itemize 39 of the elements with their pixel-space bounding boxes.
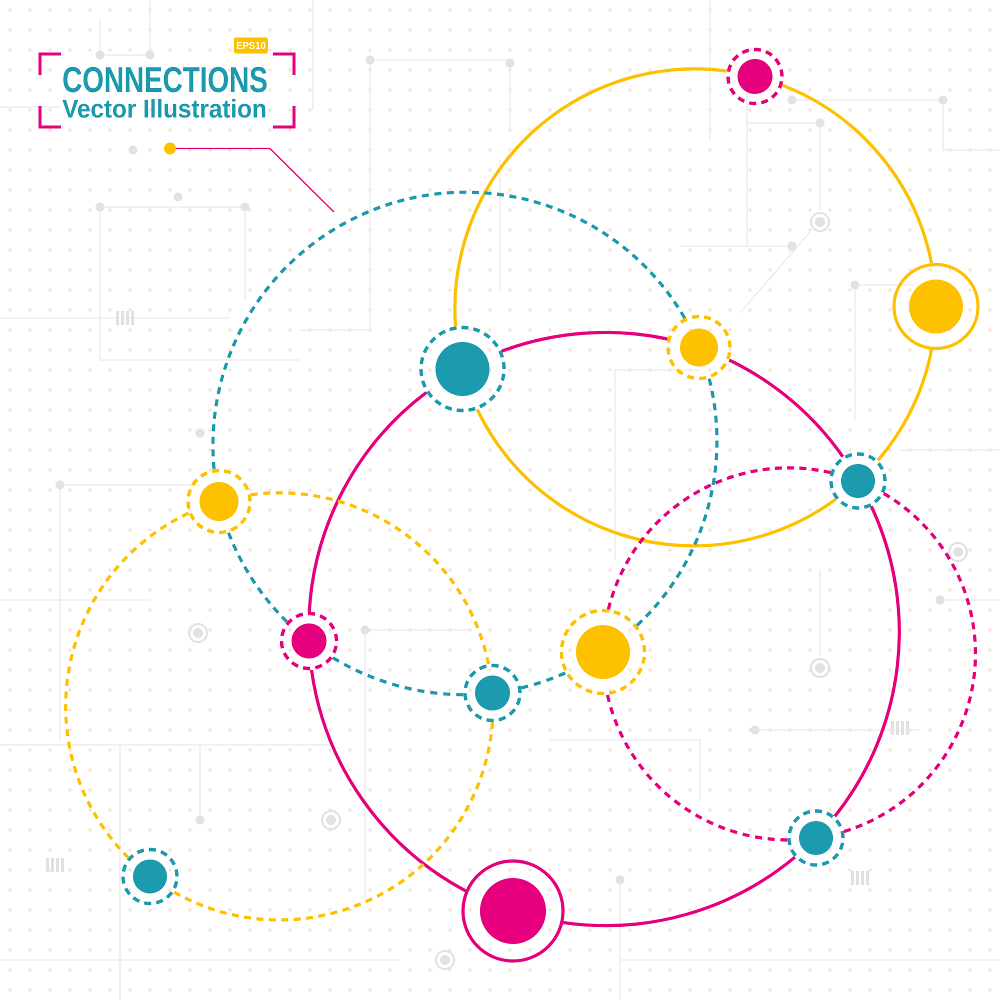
node-dot: [829, 452, 887, 510]
dashed-arc: [520, 672, 566, 690]
dashed-arc: [843, 492, 977, 834]
node-dot: [186, 468, 252, 534]
arc-line: [563, 856, 796, 928]
arc-line: [476, 408, 836, 548]
title-frame: [38, 52, 296, 128]
node-dot: [419, 326, 506, 412]
dashed-arc: [212, 190, 686, 470]
node-dot: [461, 859, 565, 963]
node-dot: [164, 142, 176, 154]
arc-line: [728, 358, 844, 458]
arc-line: [501, 330, 668, 353]
arc-line: [453, 68, 727, 326]
arc-line: [310, 670, 466, 892]
node-dot: [121, 848, 179, 906]
node-dot: [560, 608, 646, 696]
dashed-arc: [64, 512, 190, 859]
arc-line: [876, 350, 934, 462]
node-dot: [787, 809, 845, 867]
arc-line: [782, 84, 934, 264]
dashed-arc: [227, 532, 288, 623]
node-dot: [726, 48, 784, 106]
dashed-arc: [332, 656, 464, 696]
node-dot: [892, 262, 980, 350]
node-dot: [463, 664, 522, 722]
format-badge: EPS10: [234, 38, 268, 54]
dashed-arc: [173, 722, 494, 922]
heading: CONNECTIONS: [63, 66, 267, 92]
arc-line: [308, 391, 428, 612]
dashed-arc: [606, 466, 831, 610]
node-dot: [280, 612, 338, 670]
arc-line: [834, 506, 901, 818]
dashed-arc: [250, 491, 490, 664]
dashed-arc: [636, 378, 718, 627]
dashed-arc: [606, 694, 788, 842]
leader-line: [176, 148, 334, 212]
node-dot: [666, 314, 732, 380]
subheading: Vector Illustration: [62, 98, 266, 118]
